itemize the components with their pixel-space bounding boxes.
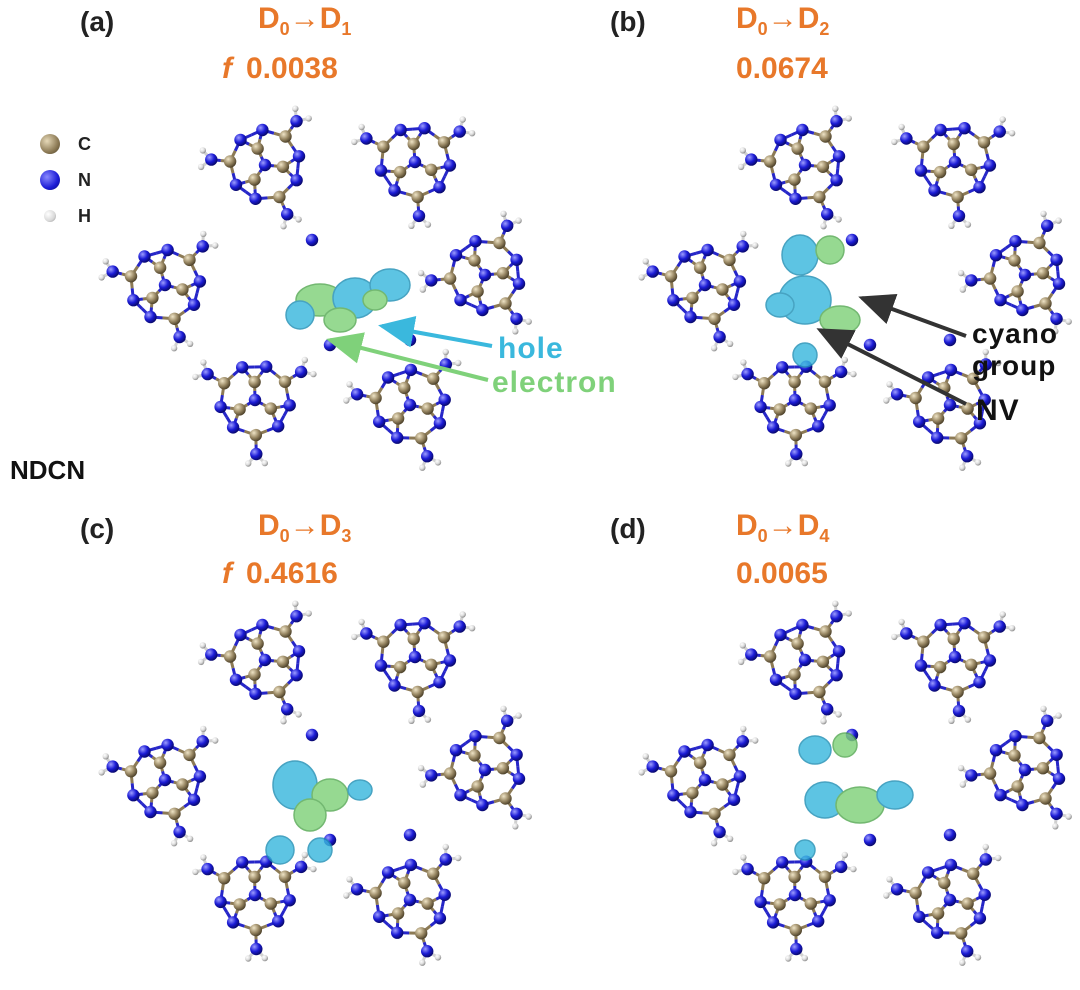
oscillator-strength: 0.0065 xyxy=(736,557,828,590)
transition-label: D0→D1 xyxy=(258,2,352,39)
carbon-atom-icon xyxy=(40,134,60,154)
panel-label: (d) xyxy=(610,513,646,544)
transition-label: D0→D4 xyxy=(736,509,830,546)
panel-label: (c) xyxy=(80,513,115,544)
electron-label: electron xyxy=(492,366,617,399)
molecule-structure xyxy=(638,600,1072,966)
oscillator-strength: 0.0674 xyxy=(736,52,828,85)
nv-label: NV xyxy=(976,394,1020,427)
panel-label: (a) xyxy=(80,6,115,37)
molecule-structure xyxy=(98,600,532,966)
hole-label: hole xyxy=(498,332,564,365)
molecule-structure xyxy=(98,105,532,471)
transition-label: D0→D3 xyxy=(258,509,352,546)
material-label: NDCN xyxy=(10,455,86,485)
panel-label: (b) xyxy=(610,6,646,37)
panel-d: (d) D0→D4 0.0065 xyxy=(540,495,1080,990)
hydrogen-atom-icon xyxy=(44,210,56,222)
nitrogen-atom-icon xyxy=(40,170,60,190)
transition-label: D0→D2 xyxy=(736,2,830,39)
cyano-group-label: cyano group xyxy=(972,318,1058,381)
